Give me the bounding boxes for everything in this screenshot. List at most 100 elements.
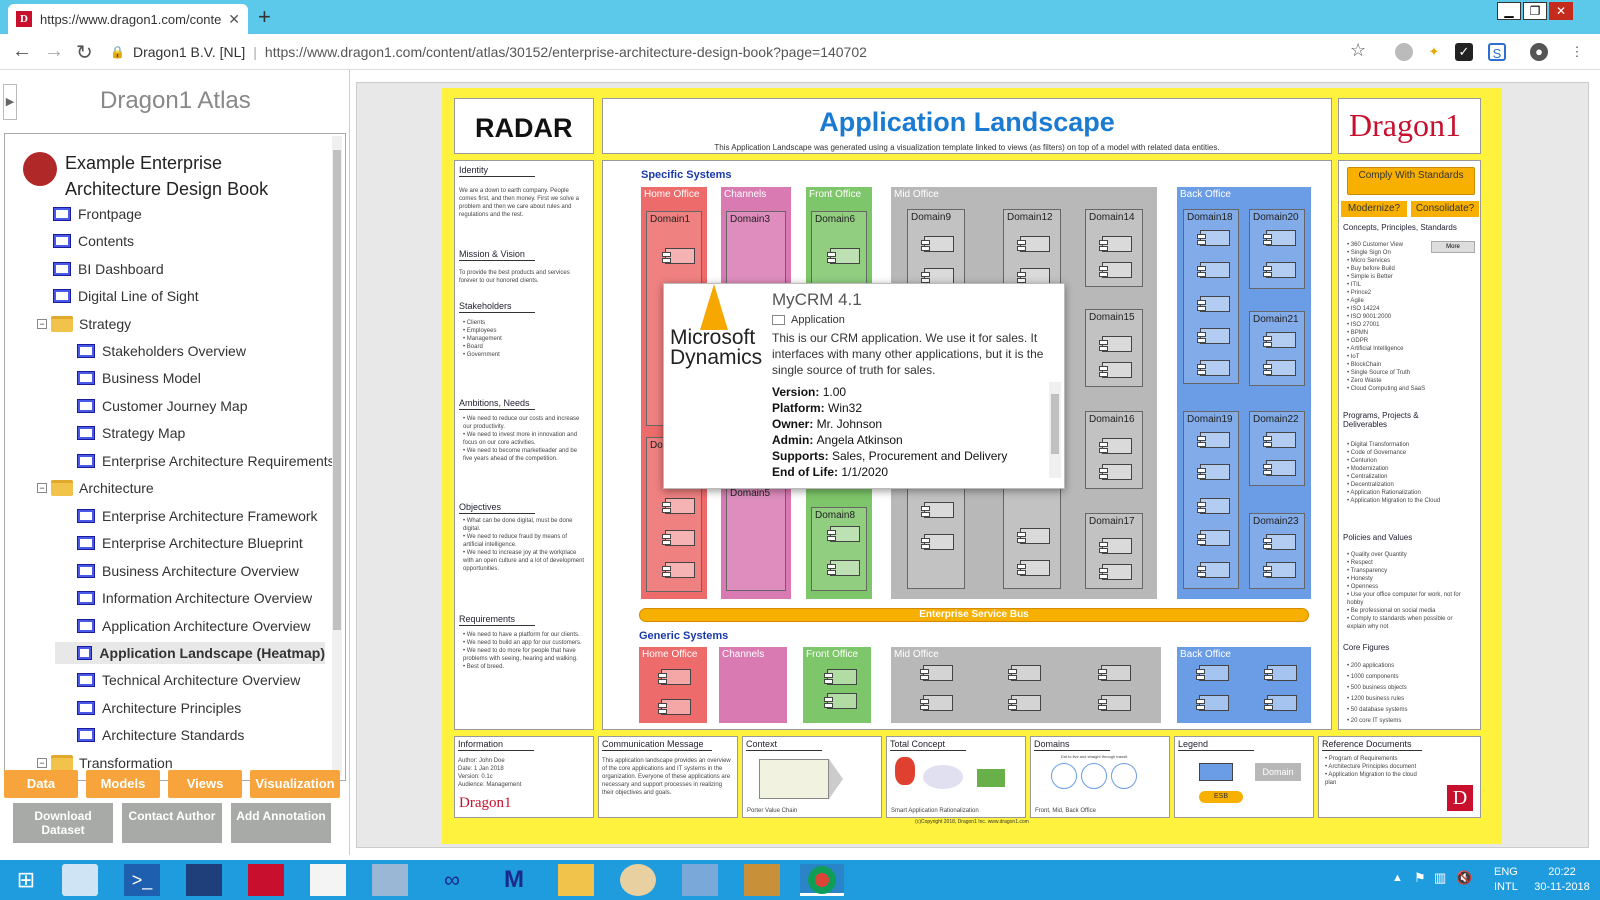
component-icon[interactable]: [1197, 530, 1230, 546]
tree-item-architecture-standards[interactable]: Architecture Standards: [77, 724, 244, 746]
tree-item-information-architecture[interactable]: Information Architecture Overview: [77, 587, 312, 609]
domain-box[interactable]: Domain8: [811, 507, 867, 591]
domain-box[interactable]: Domain23: [1249, 513, 1305, 589]
component-icon[interactable]: [1098, 695, 1131, 711]
menu-icon[interactable]: ⋮: [1570, 44, 1584, 59]
windows-start-icon[interactable]: ⊞: [16, 867, 36, 892]
component-icon[interactable]: [921, 502, 954, 518]
tree-item-frontpage[interactable]: Frontpage: [53, 203, 142, 225]
component-icon[interactable]: [1099, 362, 1132, 378]
views-button[interactable]: Views: [168, 770, 242, 798]
component-icon[interactable]: [1263, 534, 1296, 550]
domain-box[interactable]: Domain16: [1085, 411, 1143, 489]
component-icon[interactable]: [1197, 432, 1230, 448]
consolidate-button[interactable]: Consolidate?: [1411, 201, 1479, 217]
component-icon[interactable]: [824, 669, 857, 685]
scrollbar-thumb[interactable]: [333, 150, 341, 630]
infinity-app-icon[interactable]: ∞: [444, 867, 460, 892]
close-tab-icon[interactable]: ✕: [228, 10, 240, 27]
extension-circle-icon[interactable]: [1395, 43, 1413, 61]
clock[interactable]: 20:22 30-11-2018: [1534, 866, 1590, 893]
domain-box[interactable]: Domain14: [1085, 209, 1143, 287]
component-icon[interactable]: [1197, 562, 1230, 578]
component-icon[interactable]: [662, 530, 695, 546]
collapse-icon[interactable]: −: [37, 483, 47, 493]
component-icon[interactable]: [824, 693, 857, 709]
expand-icon[interactable]: −: [37, 758, 47, 768]
component-icon[interactable]: [1008, 665, 1041, 681]
extension-s-icon[interactable]: S: [1488, 43, 1506, 61]
collapse-sidebar-icon[interactable]: ▶: [3, 84, 17, 120]
domain-box[interactable]: Domain22: [1249, 411, 1305, 486]
language-indicator[interactable]: ENG INTL: [1494, 866, 1518, 893]
component-icon[interactable]: [1264, 695, 1297, 711]
chrome-active-icon[interactable]: [800, 864, 844, 896]
tree-item-ea-blueprint[interactable]: Enterprise Architecture Blueprint: [77, 532, 303, 554]
url-text[interactable]: https://www.dragon1.com/content/atlas/30…: [264, 44, 867, 60]
component-icon[interactable]: [1263, 562, 1296, 578]
component-icon[interactable]: [1263, 460, 1296, 476]
component-icon[interactable]: [1017, 528, 1050, 544]
component-icon[interactable]: [921, 534, 954, 550]
component-icon[interactable]: [1263, 432, 1296, 448]
component-icon[interactable]: [1264, 665, 1297, 681]
browser-tab[interactable]: D https://www.dragon1.com/conte ✕: [8, 4, 248, 34]
component-icon[interactable]: [662, 498, 695, 514]
component-icon[interactable]: [1263, 262, 1296, 278]
component-icon[interactable]: [1099, 564, 1132, 580]
component-icon[interactable]: [921, 268, 954, 284]
component-icon[interactable]: [1197, 230, 1230, 246]
book-title[interactable]: Example Enterprise Architecture Design B…: [65, 153, 269, 199]
extension-check-icon[interactable]: ✓: [1455, 43, 1473, 61]
forward-icon[interactable]: →: [44, 40, 64, 62]
paint-icon[interactable]: [620, 864, 656, 896]
download-dataset-button[interactable]: Download Dataset: [13, 803, 113, 843]
volume-muted-icon[interactable]: 🔇: [1456, 870, 1473, 885]
modernize-button[interactable]: Modernize?: [1341, 201, 1407, 217]
tray-expand-icon[interactable]: ▲: [1392, 872, 1403, 884]
tree-scrollbar[interactable]: [332, 136, 342, 776]
profile-icon[interactable]: ●: [1530, 43, 1548, 61]
component-icon[interactable]: [921, 236, 954, 252]
component-icon[interactable]: [1099, 538, 1132, 554]
tree-item-customer-journey-map[interactable]: Customer Journey Map: [77, 395, 248, 417]
extension-bulb-icon[interactable]: ✦: [1428, 44, 1440, 59]
explorer-folder-icon[interactable]: [558, 864, 594, 896]
network-icon[interactable]: ▥: [1434, 870, 1447, 885]
reload-icon[interactable]: ↻: [76, 42, 93, 64]
back-icon[interactable]: ←: [12, 40, 32, 62]
flag-icon[interactable]: ⚑: [1414, 870, 1426, 885]
component-icon[interactable]: [1263, 230, 1296, 246]
component-icon[interactable]: [1197, 296, 1230, 312]
component-icon[interactable]: [1263, 360, 1296, 376]
collapse-icon[interactable]: −: [37, 319, 47, 329]
component-icon[interactable]: [1017, 560, 1050, 576]
file-manager-icon[interactable]: [62, 864, 98, 896]
component-icon[interactable]: [1197, 464, 1230, 480]
domain-box[interactable]: Domain15: [1085, 309, 1143, 387]
domain-box[interactable]: Domain20: [1249, 209, 1305, 289]
component-icon[interactable]: [658, 699, 691, 715]
bookmark-star-icon[interactable]: ☆: [1350, 40, 1367, 60]
popup-scrollbar[interactable]: [1049, 382, 1061, 478]
tree-item-application-architecture[interactable]: Application Architecture Overview: [77, 615, 311, 637]
malwarebytes-icon[interactable]: M: [504, 866, 524, 893]
close-window-button[interactable]: ✕: [1549, 2, 1573, 20]
component-icon[interactable]: [827, 560, 860, 576]
tree-item-bi-dashboard[interactable]: BI Dashboard: [53, 258, 164, 280]
tools-app-icon[interactable]: [744, 864, 780, 896]
component-icon[interactable]: [1099, 464, 1132, 480]
component-icon[interactable]: [1197, 498, 1230, 514]
tree-item-ea-framework[interactable]: Enterprise Architecture Framework: [77, 505, 318, 527]
component-icon[interactable]: [1099, 262, 1132, 278]
component-icon[interactable]: [1197, 328, 1230, 344]
domain-box[interactable]: Domain17: [1085, 513, 1143, 589]
component-icon[interactable]: [1098, 665, 1131, 681]
tree-folder-strategy[interactable]: −Strategy: [37, 313, 131, 335]
component-icon[interactable]: [1099, 336, 1132, 352]
more-button[interactable]: More: [1431, 241, 1475, 253]
component-icon[interactable]: [662, 562, 695, 578]
component-icon[interactable]: [662, 248, 695, 264]
tree-item-architecture-principles[interactable]: Architecture Principles: [77, 697, 241, 719]
domain-box[interactable]: Domain21: [1249, 311, 1305, 386]
